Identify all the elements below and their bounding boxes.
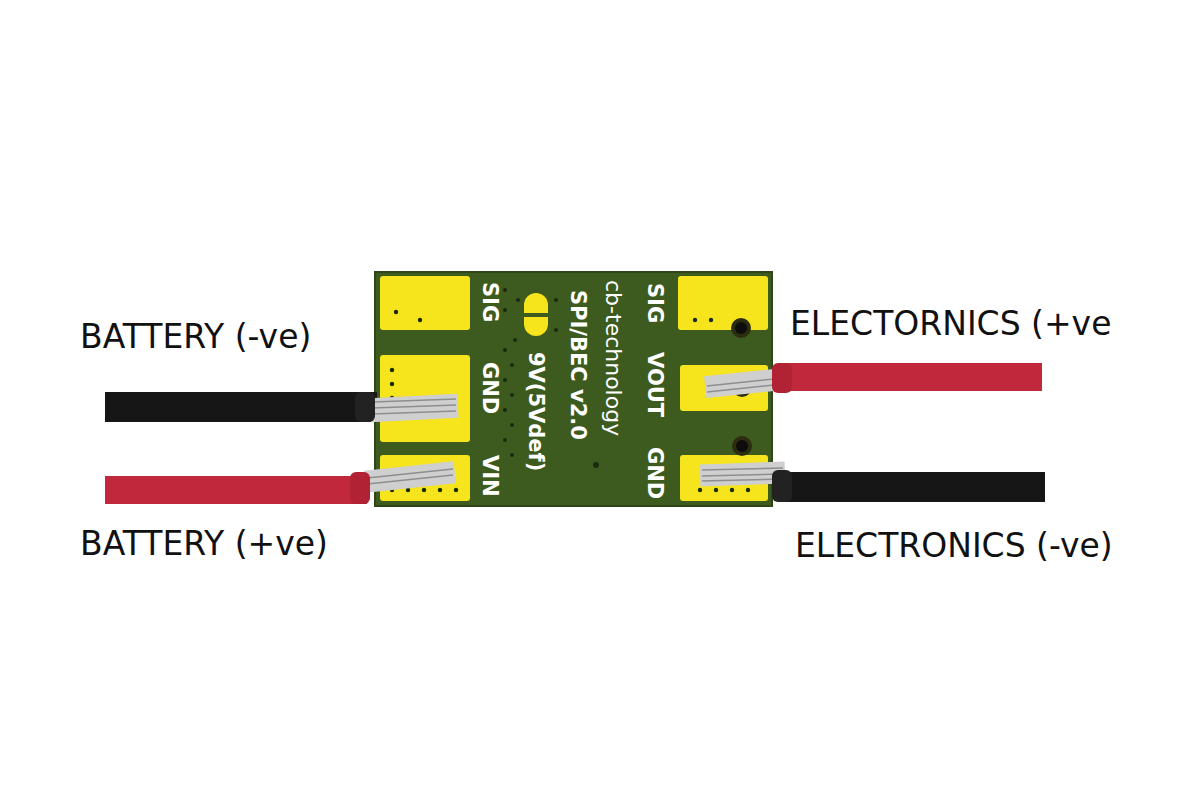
pin-label: SIG xyxy=(478,282,502,322)
jumper-gap xyxy=(522,313,550,317)
pin-label: SIG xyxy=(643,283,667,323)
battery-positive-wire xyxy=(105,461,456,504)
board-version-label: SPI/BEC v2.0 xyxy=(566,290,590,440)
electronics-positive-wire xyxy=(704,363,1042,398)
battery-negative-wire xyxy=(105,392,459,422)
voltage-setting-label: 9V(5Vdef) xyxy=(524,352,548,471)
wire-label: BATTERY (-ve) xyxy=(80,318,311,356)
wire-label: ELECTRONICS (-ve) xyxy=(795,527,1113,565)
pin-label: GND xyxy=(643,447,667,499)
pin-label: GND xyxy=(478,362,502,414)
pin-label: VIN xyxy=(478,455,502,497)
electronics-negative-wire xyxy=(700,462,1045,502)
wire-label: BATTERY (+ve) xyxy=(80,525,328,563)
wire-label: ELECTORNICS (+ve xyxy=(790,305,1111,343)
manufacturer-label: cb-technology xyxy=(600,280,625,436)
vias xyxy=(390,288,750,492)
pin-label: VOUT xyxy=(643,352,667,417)
